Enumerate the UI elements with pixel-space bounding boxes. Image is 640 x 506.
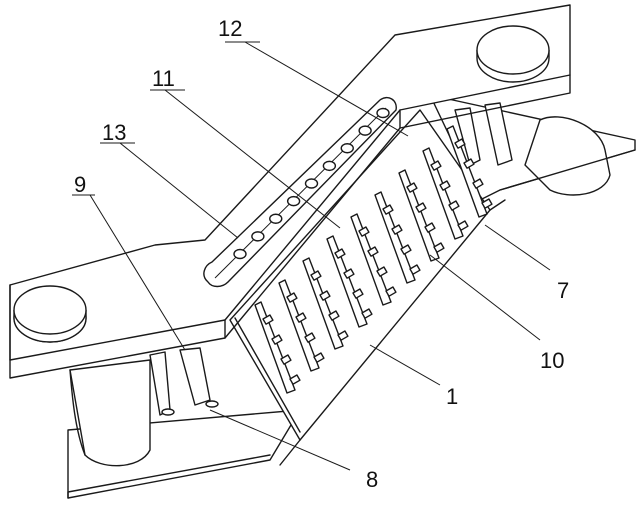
label-12: 12 [218,16,242,41]
bristle-tab [454,138,466,149]
left-round-pad [13,285,87,343]
bristle-tab [337,330,349,341]
slot-hole [376,107,390,119]
part-labels: 12 11 13 9 7 10 1 8 [74,16,569,492]
bristle-tab [334,248,346,259]
slot-hole [269,213,283,224]
bristle-tab [367,246,379,257]
bristle-tab [448,200,460,211]
label-9: 9 [74,172,86,197]
bristle-tab [391,224,403,235]
bristle-tab [472,178,484,189]
bristle-tab [289,374,301,385]
bristle-tab [463,158,475,169]
label-8: 8 [366,467,378,492]
bristle-tab [430,160,442,171]
bristle-tab [328,310,340,321]
bristle-tab [382,204,394,215]
slot-hole [340,143,354,154]
brush-row [326,235,373,328]
bristle-tab [352,288,364,299]
left-posts [149,347,219,416]
slot-hole [358,125,372,136]
bristle-tab [319,290,331,301]
bristle-tab [376,266,388,277]
bristle-tab [343,268,355,279]
brush-row [278,279,325,372]
slot-hole [304,178,319,189]
bristle-tab [415,202,427,213]
bristle-tab [439,180,451,191]
bristle-tab [361,308,373,319]
bristle-tab [385,286,397,297]
leader-lines [72,41,551,471]
label-13: 13 [102,120,126,145]
label-10: 10 [540,348,564,373]
bristle-tab [457,220,469,231]
slot-hole [233,248,247,260]
right-round-pad [476,25,550,83]
top-plate [9,4,571,379]
brush-row [302,257,349,350]
bristle-tab [271,334,283,345]
brush-row [446,125,493,218]
bristle-tab [295,312,307,323]
bristle-tab [310,270,322,281]
bristle-tab [358,226,370,237]
bristle-tab [304,332,316,343]
bristle-tab [400,244,412,255]
label-1: 1 [446,384,458,409]
slot-hole [286,195,301,207]
bristle-tab [280,354,292,365]
brush-row [422,147,469,240]
bristle-tab [286,292,298,303]
brush-row [398,169,445,262]
brush-row [350,213,397,306]
bristle-tab [313,352,325,363]
bristle-tab [481,198,493,209]
bristle-tab [406,182,418,193]
bristle-tab [262,314,274,325]
label-7: 7 [557,278,569,303]
slot-hole [251,231,265,242]
brush-row [374,191,421,284]
label-11: 11 [152,66,175,91]
slot-hole [322,160,337,172]
bristle-tab [433,242,445,253]
bristle-tab [424,222,436,233]
brush-array [254,125,493,394]
slot-holes [233,107,390,260]
left-support-cylinder [69,359,151,467]
brush-row [254,301,301,394]
bristle-tab [409,264,421,275]
right-posts [454,102,513,166]
